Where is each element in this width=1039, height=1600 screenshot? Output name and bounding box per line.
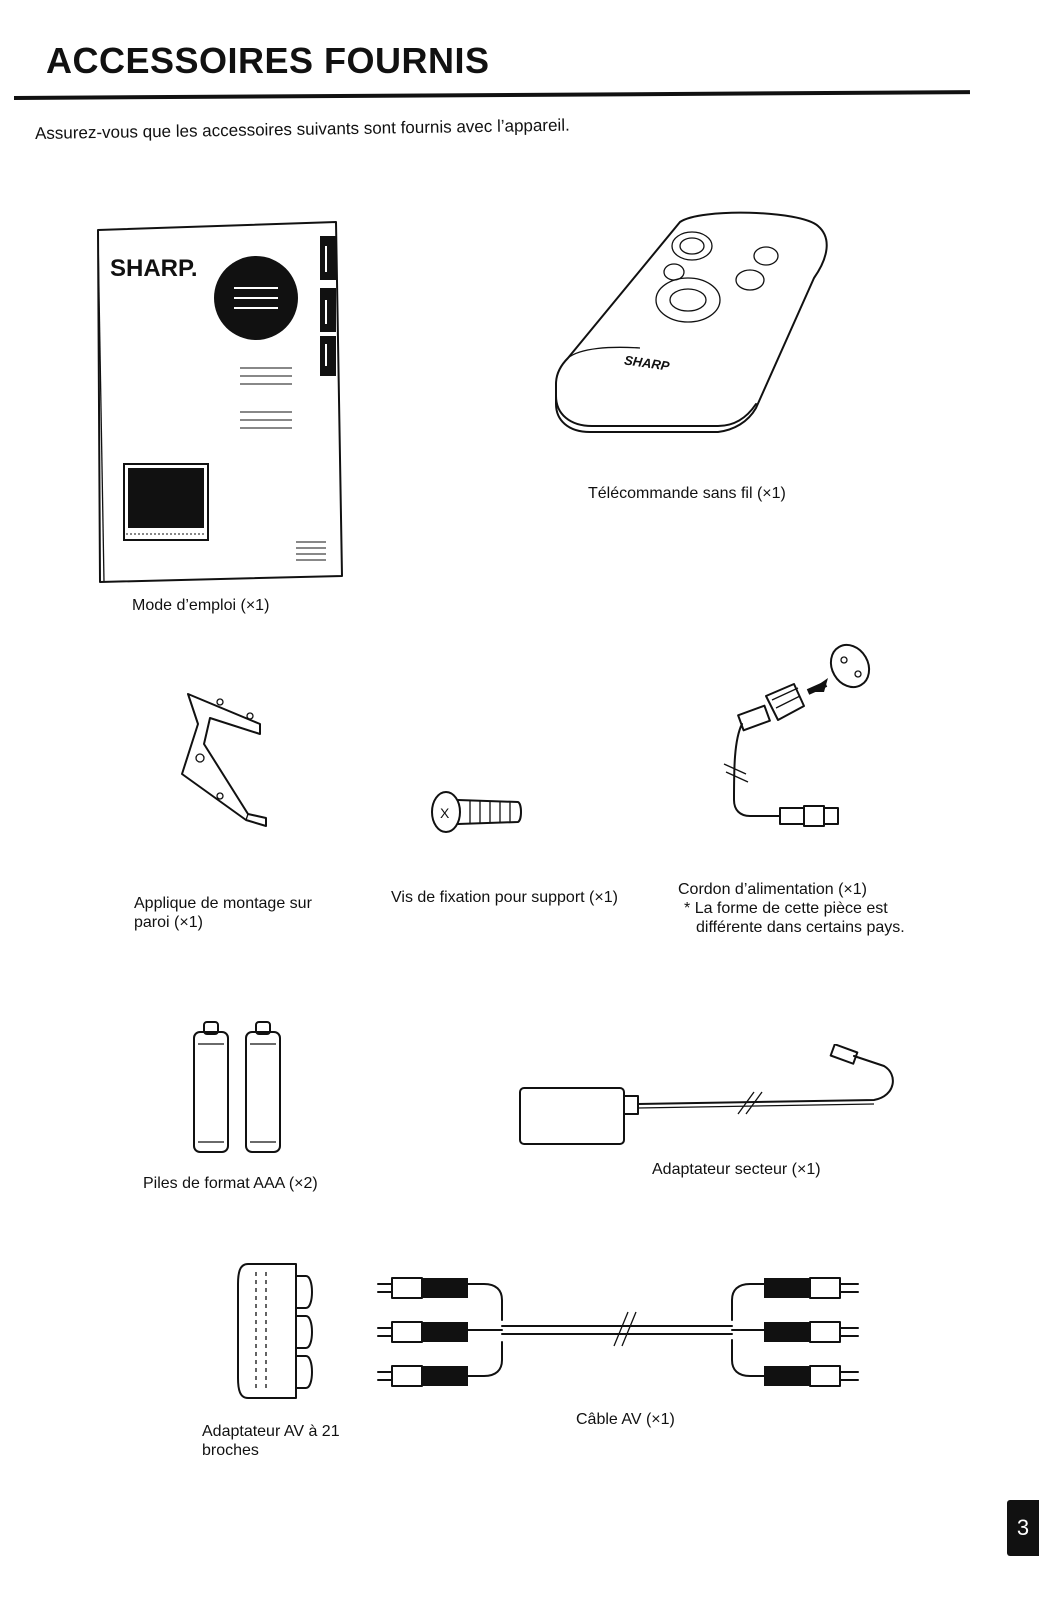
page-number-tab: 3: [1007, 1500, 1039, 1556]
svg-text:X: X: [440, 805, 450, 821]
remote-logo: SHARP: [623, 352, 670, 373]
power-cord-note-marker: *: [684, 900, 691, 917]
ac-adapter-icon: [514, 1043, 904, 1159]
manual-icon: SHARP.: [96, 220, 346, 595]
screw-icon: X: [430, 788, 530, 843]
caption-remote: Télécommande sans fil (×1): [588, 485, 786, 502]
remote-control-icon: SHARP: [550, 208, 840, 463]
av-cable-icon: [374, 1264, 874, 1409]
caption-scart-adapter: Adaptateur AV à 21 broches: [202, 1422, 362, 1460]
wall-bracket-icon: [170, 684, 280, 839]
power-cord-icon: [720, 640, 880, 845]
scart-adapter-icon: [234, 1258, 324, 1413]
caption-power-cord: Cordon d’alimentation (×1) * La forme de…: [678, 880, 946, 937]
caption-ac-adapter: Adaptateur secteur (×1): [652, 1161, 821, 1178]
caption-bracket: Applique de montage sur paroi (×1): [134, 894, 344, 932]
caption-av-cable: Câble AV (×1): [576, 1411, 675, 1428]
caption-scart-adapter-text: Adaptateur AV à 21 broches: [202, 1423, 340, 1459]
title-underline: [13, 90, 970, 100]
power-cord-note-text: La forme de cette pièce est différente d…: [694, 900, 905, 936]
caption-bracket-text: Applique de montage sur paroi (×1): [134, 895, 312, 931]
caption-power-cord-title: Cordon d’alimentation (×1): [678, 881, 867, 898]
caption-screw: Vis de fixation pour support (×1): [391, 889, 618, 906]
intro-text: Assurez-vous que les accessoires suivant…: [34, 115, 570, 143]
manual-logo: SHARP.: [110, 255, 198, 282]
caption-batteries: Piles de format AAA (×2): [143, 1175, 318, 1192]
caption-manual: Mode d’emploi (×1): [132, 597, 270, 614]
power-cord-note: * La forme de cette pièce est différente…: [678, 899, 946, 937]
page-title: ACCESSOIRES FOURNIS: [46, 40, 490, 81]
battery-icon: [188, 1016, 288, 1167]
